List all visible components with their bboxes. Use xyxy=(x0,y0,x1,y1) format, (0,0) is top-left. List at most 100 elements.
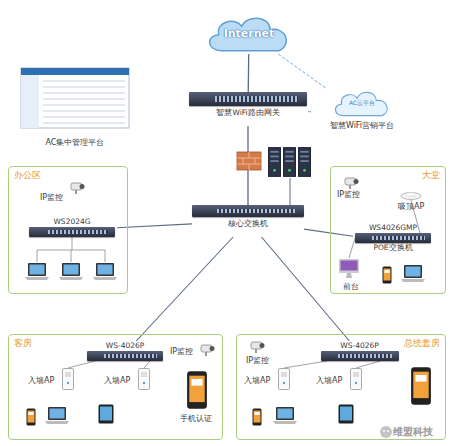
switch-device xyxy=(29,227,115,237)
device-label: 入墙AP xyxy=(316,376,342,386)
device-label: IP监控 xyxy=(170,347,193,357)
server-symbol xyxy=(283,148,295,177)
switch-ports xyxy=(372,236,425,240)
server-symbol xyxy=(268,148,280,177)
screen-row xyxy=(43,122,125,123)
device-label: IP监控 xyxy=(337,190,360,200)
brick-line xyxy=(249,164,250,170)
device-wire xyxy=(68,361,150,368)
watermark-icon xyxy=(387,430,389,432)
screen-row xyxy=(43,80,125,81)
phone-symbol xyxy=(253,409,262,426)
zone-heading: 办公区 xyxy=(14,170,41,181)
tablet-symbol xyxy=(339,405,354,424)
internet-cloud: Internet xyxy=(203,12,295,54)
camera-symbol xyxy=(345,178,359,189)
server-symbol xyxy=(298,148,310,177)
laptop-symbol xyxy=(273,407,297,424)
monitor-symbol xyxy=(339,259,359,278)
zone-heading: 大堂 xyxy=(422,170,440,181)
zone-box: 办公区 WS2024G xyxy=(8,166,128,294)
wall-ap-symbol xyxy=(351,369,362,390)
laptop-symbol xyxy=(45,407,69,424)
laptop-symbol xyxy=(93,263,117,280)
brick-line xyxy=(243,158,244,164)
poe-switch: WS4026GMPPOE交换机 xyxy=(353,223,433,261)
network-cable xyxy=(304,229,353,236)
device-label: 手机认证 xyxy=(180,414,212,424)
watermark-icon xyxy=(380,426,392,438)
node-label: 智慧WiFi路由网关 xyxy=(216,108,279,118)
zone-box: 总统套房 WS-4026P xyxy=(236,334,446,440)
access-switch: WS2024G xyxy=(27,217,117,243)
phone-symbol xyxy=(27,409,36,426)
switch-device xyxy=(355,233,431,243)
device-label: 入墙AP xyxy=(104,376,130,386)
phone-symbol xyxy=(187,371,207,408)
device-label: 前台 xyxy=(343,282,359,292)
watermark-icon xyxy=(383,430,385,432)
screen-row xyxy=(43,98,125,99)
switch-device xyxy=(321,351,399,361)
switch-ports xyxy=(104,354,157,358)
screen-row xyxy=(43,104,125,105)
camera-symbol xyxy=(251,342,265,353)
laptop-symbol xyxy=(59,263,83,280)
zone-heading: 客房 xyxy=(14,338,32,349)
screen-row xyxy=(43,110,125,111)
core-switch: 核心交换机 xyxy=(192,205,304,237)
cloud-label: AC云平台 xyxy=(312,99,412,107)
screen-row xyxy=(43,86,125,87)
wall-ap-symbol xyxy=(279,369,290,390)
phone-symbol xyxy=(383,267,392,284)
device-label: IP监控 xyxy=(246,356,269,366)
firewall-symbol xyxy=(237,152,261,170)
node-label: WS2024G xyxy=(53,217,90,227)
switch-ports xyxy=(338,354,393,358)
camera-symbol xyxy=(71,183,85,194)
switch-device xyxy=(192,205,304,217)
screen-row xyxy=(43,92,125,93)
switch-ports xyxy=(217,209,295,213)
switch-ports xyxy=(215,96,298,101)
node-label: AC集中管理平台 xyxy=(46,138,105,148)
zone-box: 大堂 WS4026GMPPOE交换机 xyxy=(330,166,446,294)
device-label: 入墙AP xyxy=(244,376,270,386)
cloud-platform: AC云平台智慧WiFi营销平台 xyxy=(312,88,412,140)
brick-line xyxy=(255,158,256,164)
watermark: 维盟科技 xyxy=(393,426,433,438)
firewall-bricks xyxy=(237,152,261,170)
router-gateway: 智慧WiFi路由网关 xyxy=(188,92,308,126)
dashed-link xyxy=(308,111,312,112)
switch-device xyxy=(189,92,307,106)
management-screen: AC集中管理平台 xyxy=(16,66,134,148)
zone-heading: 总统套房 xyxy=(404,338,440,349)
switch-ports xyxy=(48,230,108,234)
network-cable xyxy=(248,54,250,92)
tablet-symbol xyxy=(99,405,114,424)
dashed-link xyxy=(278,54,325,88)
network-cable xyxy=(136,237,233,341)
node-label: 智慧WiFi营销平台 xyxy=(330,121,394,131)
node-label: POE交换机 xyxy=(373,243,412,253)
laptop-symbol xyxy=(25,263,49,280)
screen-frame xyxy=(21,68,129,128)
device-label: IP监控 xyxy=(40,193,63,203)
screen-row xyxy=(43,116,125,117)
device-wire xyxy=(284,361,380,368)
device-wire xyxy=(37,237,105,262)
server-wire xyxy=(290,178,291,205)
node-label: WS-4026P xyxy=(340,341,379,351)
camera-symbol xyxy=(201,345,215,356)
brick-line xyxy=(249,152,250,158)
laptop-symbol xyxy=(401,265,425,282)
network-cable xyxy=(262,237,350,341)
device-label: 吸顶AP xyxy=(398,202,424,212)
screen-header xyxy=(21,68,129,75)
network-cable xyxy=(117,224,192,228)
wall-ap-symbol xyxy=(63,369,74,390)
wall-ap-symbol xyxy=(139,369,150,390)
access-switch: WS-4026P xyxy=(85,341,165,365)
